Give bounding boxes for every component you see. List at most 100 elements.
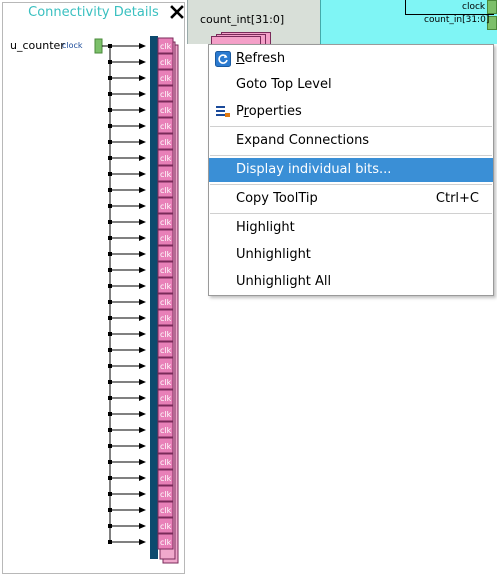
menu-item-copy-tooltip[interactable]: Copy ToolTip Ctrl+C bbox=[209, 187, 493, 211]
instance-label: u_counter bbox=[10, 39, 65, 52]
pin-label: clk bbox=[160, 42, 172, 51]
arrow-head bbox=[139, 427, 146, 433]
menu-item-unhighlight-all[interactable]: Unhighlight All bbox=[209, 270, 493, 294]
menu-item-unhighlight[interactable]: Unhighlight bbox=[209, 243, 493, 267]
menu-separator bbox=[210, 213, 492, 214]
pin-label: clk bbox=[160, 346, 172, 355]
arrow-head bbox=[139, 507, 146, 513]
schematic-block-cyan[interactable] bbox=[320, 0, 497, 44]
arrow-head bbox=[139, 139, 146, 145]
pin-label: clk bbox=[160, 58, 172, 67]
pin-label: clk bbox=[160, 474, 172, 483]
pin-label: clk bbox=[160, 90, 172, 99]
menu-item-refresh[interactable]: Refresh bbox=[209, 47, 493, 71]
arrow-head bbox=[139, 411, 146, 417]
mnemonic: r bbox=[243, 104, 249, 119]
junction-dot bbox=[108, 412, 112, 416]
pin-box bbox=[157, 69, 174, 86]
menu-item-highlight[interactable]: Highlight bbox=[209, 216, 493, 240]
junction-dot bbox=[108, 460, 112, 464]
arrow-head bbox=[139, 363, 146, 369]
pin-label: clk bbox=[160, 490, 172, 499]
pin-box bbox=[157, 53, 174, 70]
junction-dot bbox=[108, 220, 112, 224]
schematic-block-inner bbox=[405, 0, 494, 15]
menu-item-goto-top-level[interactable]: Goto Top Level bbox=[209, 73, 493, 97]
pin-box bbox=[157, 517, 174, 534]
arrow-head bbox=[139, 107, 146, 113]
context-menu: Refresh Goto Top Level Properties Expand… bbox=[208, 44, 494, 296]
pin-label: clk bbox=[160, 282, 172, 291]
menu-item-display-individual-bits[interactable]: Display individual bits... bbox=[209, 158, 493, 182]
arrow-head bbox=[139, 379, 146, 385]
pin-box bbox=[157, 421, 174, 438]
menu-item-label: Expand Connections bbox=[236, 133, 370, 148]
pin-box bbox=[157, 261, 174, 278]
mnemonic: R bbox=[236, 51, 245, 66]
pin-label: clk bbox=[160, 266, 172, 275]
arrow-head bbox=[139, 235, 146, 241]
arrow-head bbox=[139, 491, 146, 497]
arrow-head bbox=[139, 155, 146, 161]
close-icon[interactable] bbox=[169, 4, 185, 20]
menu-item-expand-connections[interactable]: Expand Connections bbox=[209, 129, 493, 153]
menu-item-label: Unhighlight All bbox=[236, 274, 332, 289]
properties-icon bbox=[216, 106, 230, 117]
arrow-head bbox=[139, 91, 146, 97]
junction-dot bbox=[108, 284, 112, 288]
junction-dot bbox=[108, 476, 112, 480]
pin-box bbox=[157, 373, 174, 390]
arrow-head bbox=[139, 443, 146, 449]
junction-dot bbox=[108, 300, 112, 304]
menu-separator bbox=[210, 155, 492, 156]
pin-box bbox=[157, 485, 174, 502]
pin-label: clk bbox=[160, 106, 172, 115]
junction-dot bbox=[108, 140, 112, 144]
junction-dot bbox=[108, 364, 112, 368]
junction-dot bbox=[108, 540, 112, 544]
pin-label: clk bbox=[160, 458, 172, 467]
arrow-head bbox=[139, 475, 146, 481]
source-port bbox=[94, 38, 103, 54]
schematic-port[interactable] bbox=[487, 0, 497, 14]
arrow-head bbox=[139, 283, 146, 289]
menu-separator bbox=[210, 184, 492, 185]
pin-label: clk bbox=[160, 522, 172, 531]
junction-dot bbox=[108, 44, 112, 48]
arrow-head bbox=[139, 219, 146, 225]
pin-box bbox=[157, 197, 174, 214]
arrow-head bbox=[139, 315, 146, 321]
pin-box bbox=[157, 293, 174, 310]
pin-label: clk bbox=[160, 202, 172, 211]
junction-dot bbox=[108, 380, 112, 384]
pin-box bbox=[157, 117, 174, 134]
junction-dot bbox=[108, 172, 112, 176]
junction-dot bbox=[108, 444, 112, 448]
pin-box bbox=[157, 85, 174, 102]
pin-box bbox=[157, 181, 174, 198]
arrow-head bbox=[139, 539, 146, 545]
pin-box bbox=[157, 101, 174, 118]
pin-box bbox=[157, 277, 174, 294]
arrow-head bbox=[139, 267, 146, 273]
schematic-label-count-int: count_int[31:0] bbox=[200, 13, 285, 26]
junction-dot bbox=[108, 108, 112, 112]
pin-label: clk bbox=[160, 538, 172, 547]
junction-dot bbox=[108, 492, 112, 496]
pin-label: clk bbox=[160, 122, 172, 131]
pin-box bbox=[157, 437, 174, 454]
pin-label: clk bbox=[160, 410, 172, 419]
menu-item-label: Highlight bbox=[236, 220, 295, 235]
pin-box bbox=[157, 309, 174, 326]
pin-box bbox=[157, 149, 174, 166]
pin-box bbox=[157, 341, 174, 358]
arrow-head bbox=[139, 59, 146, 65]
pin-label: clk bbox=[160, 330, 172, 339]
junction-dot bbox=[108, 268, 112, 272]
junction-dot bbox=[108, 252, 112, 256]
pin-box bbox=[157, 469, 174, 486]
pin-label: clk bbox=[160, 250, 172, 259]
menu-item-properties[interactable]: Properties bbox=[209, 100, 493, 124]
junction-dot bbox=[108, 60, 112, 64]
